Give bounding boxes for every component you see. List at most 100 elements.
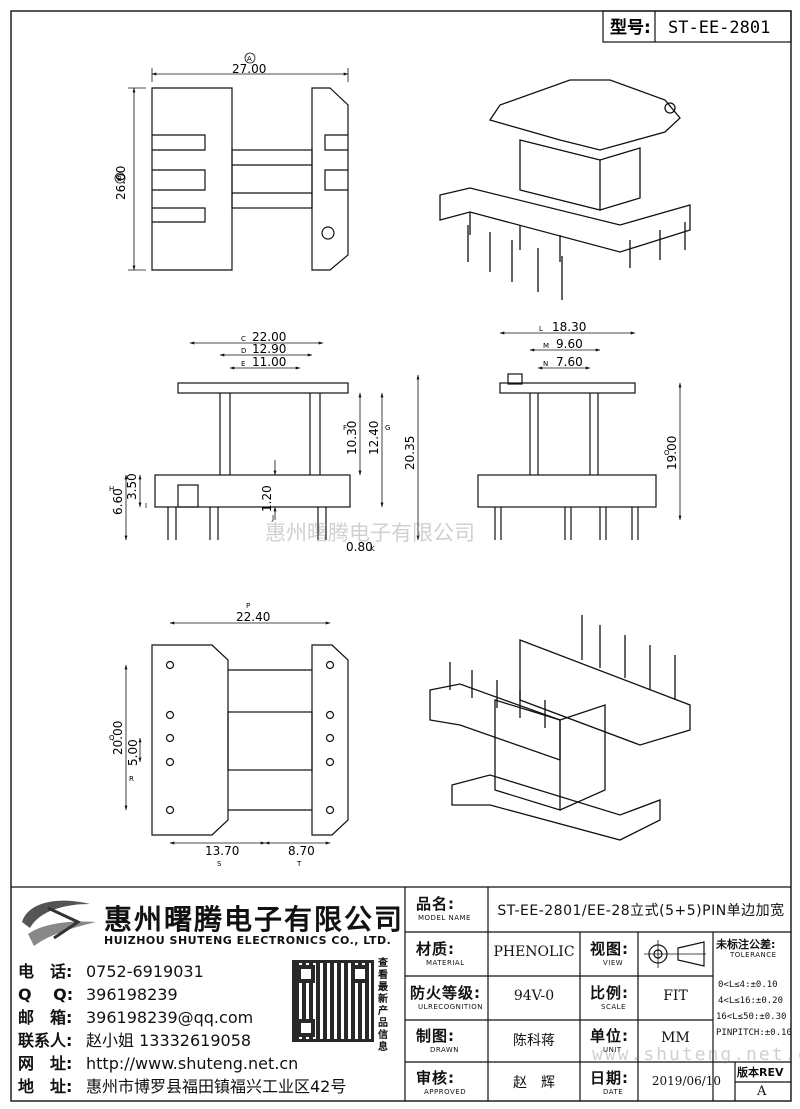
isometric-view-bottom [429,615,691,841]
fire-sub: ULRECOGNITION [418,1003,484,1011]
contact-address: 地 址: 惠州市博罗县福田镇福兴工业区42号 [18,1073,346,1097]
dim-g: 12.40 [367,421,381,455]
isometric-view-top [439,79,691,300]
contact-website-key: 网 址: [18,1054,73,1073]
tolerance-4: PINPITCH:±0.10 [716,1028,792,1038]
tag-b: B [117,175,122,183]
tag-n: N [543,360,548,368]
contact-website: 网 址: http://www.shuteng.net.cn [18,1050,298,1074]
product-name-sub: MODEL NAME [418,914,471,922]
unit-sub: UNIT [603,1046,622,1054]
rev-value: A [757,1084,767,1099]
contact-person-value: 赵小姐 13332619058 [86,1031,252,1050]
top-view-labels: A 27.00 B 26.00 [114,52,266,200]
contact-person-key: 联系人: [18,1031,73,1050]
contact-address-value: 惠州市博罗县福田镇福兴工业区42号 [86,1077,347,1096]
drawn-label: 制图: [416,1027,455,1045]
qr-code[interactable] [292,960,374,1042]
side-view [477,331,682,540]
tag-g: G [385,424,390,432]
dim-c: 22.00 [252,330,286,344]
contact-phone-value: 0752-6919031 [86,962,204,981]
side-view-labels: 18.30 9.60 7.60 19.00 L M N O [539,320,679,470]
tag-q: Q [109,734,115,742]
tolerance-2: 4<L≤16:±0.20 [718,996,784,1006]
dim-d: 12.90 [252,342,286,356]
model-header: 型号: ST-EE-2801 [602,10,792,43]
date-label: 日期: [590,1069,629,1087]
tag-a: A [247,55,252,63]
scale-value: FIT [663,988,688,1004]
tag-l: L [539,325,543,333]
dim-l: 18.30 [552,320,586,334]
top-view [128,68,349,271]
contact-email: 邮 箱: 396198239@qq.com [18,1004,253,1028]
tolerance-label: 未标注公差: [716,938,776,951]
tag-m: M [543,342,549,350]
view-sub: VIEW [603,959,624,967]
unit-value: MM [661,1030,690,1046]
product-name-label: 品名: [416,895,455,913]
projection-symbol-icon [644,940,706,968]
title-block-grid [11,886,791,1101]
dim-h4: 3.50 [125,473,139,500]
scale-label: 比例: [590,984,629,1002]
contact-qq-key: Q Q: [18,985,74,1004]
tag-r: R [129,775,134,783]
dim-width: 27.00 [232,62,266,76]
tag-k: K [370,545,375,553]
contact-qq-value: 396198239 [86,985,178,1004]
tolerance-1: 0<L≤4:±0.10 [718,980,778,990]
rev-label: 版本REV [737,1066,784,1079]
dim-h3: 20.35 [403,436,417,470]
bottom-view-labels: 22.40 20.00 5.00 13.70 8.70 P Q R S T [109,602,315,868]
model-label: 型号: [610,17,651,38]
date-value: 2019/06/10 [651,1074,722,1088]
material-value: PHENOLIC [493,944,575,960]
dim-p: 22.40 [236,610,270,624]
date-sub: DATE [603,1088,624,1096]
tag-o: O [664,449,670,457]
dim-t: 8.70 [288,844,315,858]
fire-value: 94V-0 [513,988,555,1004]
contact-website-value[interactable]: http://www.shuteng.net.cn [86,1054,299,1073]
contact-phone: 电 话:0752-6919031 [18,958,204,982]
dim-k: 0.80 [346,540,373,554]
dim-h: 6.60 [111,488,125,515]
tag-p: P [246,602,250,610]
dim-n: 7.60 [556,355,583,369]
material-sub: MATERIAL [426,959,465,967]
tag-f: F [343,424,347,432]
material-label: 材质: [416,940,455,958]
contact-qq: Q Q: 396198239 [18,981,178,1005]
dim-e: 11.00 [252,355,286,369]
watermark-center: 惠州曙腾电子有限公司 [265,521,475,545]
contact-email-key: 邮 箱: [18,1008,73,1027]
drawn-value: 陈科蒋 [513,1033,555,1049]
dim-s: 13.70 [205,844,239,858]
drawn-sub: DRAWN [430,1046,460,1054]
dim-f: 10.30 [345,421,359,455]
approved-label: 审核: [416,1069,455,1087]
dim-height: 26.00 [114,166,128,200]
contact-person: 联系人: 赵小姐 13332619058 [18,1027,251,1051]
approved-sub: APPROVED [424,1088,467,1096]
qr-caption: 查看最新产品信息 [378,958,388,1053]
logo-swoosh-icon [22,900,96,946]
tag-d: D [241,347,246,355]
approved-value: 赵 辉 [513,1075,555,1091]
front-view-labels: 22.00 12.90 11.00 10.30 12.40 20.35 3.50… [109,330,417,554]
contact-email-value[interactable]: 396198239@qq.com [86,1008,254,1027]
contact-address-key: 地 址: [18,1077,73,1096]
watermark-website: www.shuteng.net.cn [592,1044,800,1065]
tag-s: S [217,860,222,868]
front-view [124,341,420,541]
tag-e: E [241,360,245,368]
bottom-view [124,621,349,845]
company-logo [18,894,100,950]
fire-label: 防火等级: [410,984,481,1002]
dim-q: 20.00 [111,721,125,755]
dim-r: 5.00 [126,739,140,766]
unit-label: 单位: [590,1027,629,1045]
